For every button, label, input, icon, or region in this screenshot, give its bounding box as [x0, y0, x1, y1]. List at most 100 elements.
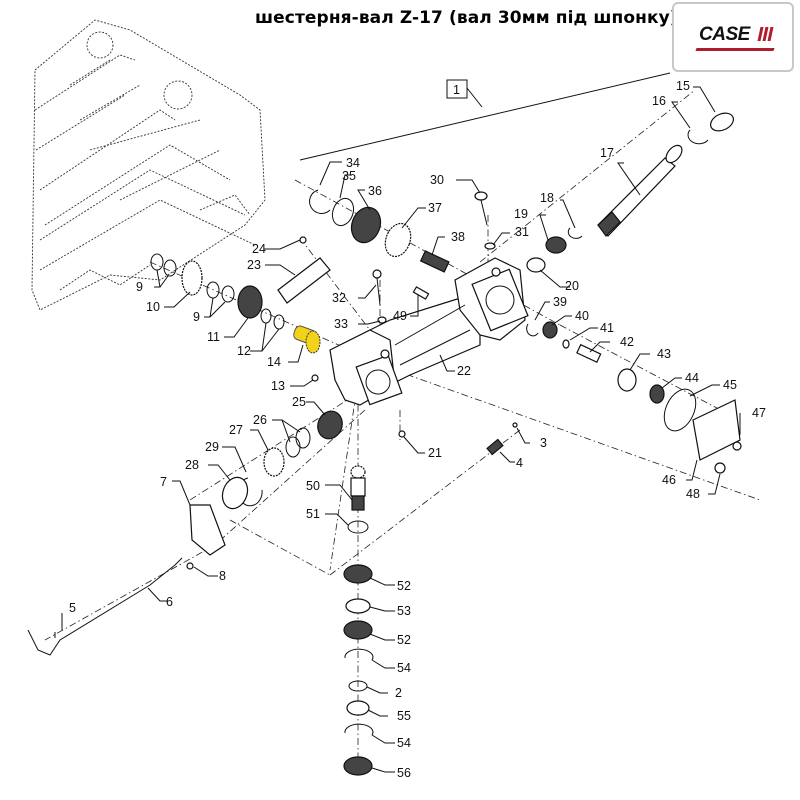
callout-8: 8 — [219, 569, 226, 583]
part-44-gear — [649, 384, 665, 404]
part-53-spacer — [345, 598, 371, 614]
callout-23: 23 — [247, 258, 261, 272]
callout-52-upper: 52 — [397, 579, 411, 593]
callout-47: 47 — [752, 406, 766, 420]
callout-36: 36 — [368, 184, 382, 198]
part-41-ring — [562, 339, 570, 349]
part-38-splined-shaft — [419, 250, 450, 273]
part-11-bearing — [237, 285, 263, 319]
part-4-spring — [486, 438, 504, 456]
part-6-rod — [27, 557, 183, 656]
part-49-pin — [412, 286, 430, 300]
part-19-bearing — [545, 236, 567, 254]
callout-37: 37 — [428, 201, 442, 215]
callout-55: 55 — [397, 709, 411, 723]
part-23-gasket-cover — [277, 257, 331, 304]
gearbox-housing — [329, 257, 529, 406]
part-9d-ring — [221, 285, 235, 303]
part-3-pin — [512, 422, 518, 428]
callout-13: 13 — [271, 379, 285, 393]
callout-46: 46 — [662, 473, 676, 487]
part-2-ring — [348, 680, 368, 692]
part-17-shaft — [597, 144, 683, 237]
callout-49: 49 — [393, 309, 407, 323]
part-35-ring — [331, 197, 355, 227]
assembly-reference: 1 — [299, 72, 671, 161]
callout-25: 25 — [292, 395, 306, 409]
callout-41: 41 — [600, 321, 614, 335]
part-54a-snap-ring — [344, 648, 374, 661]
part-8-bolt — [186, 562, 194, 570]
callout-40: 40 — [575, 309, 589, 323]
part-46-cover-plate — [692, 399, 741, 461]
part-16-snap-ring — [687, 129, 709, 145]
part-48-bolt — [714, 462, 726, 474]
callout-42: 42 — [620, 335, 634, 349]
part-43-bushing — [617, 368, 637, 392]
part-27-bevel-gear — [263, 447, 285, 477]
callout-19: 19 — [514, 207, 528, 221]
callout-21: 21 — [428, 446, 442, 460]
callout-9-upper: 9 — [136, 280, 143, 294]
callout-3: 3 — [540, 436, 547, 450]
callout-2: 2 — [395, 686, 402, 700]
callout-45: 45 — [723, 378, 737, 392]
callout-7: 7 — [160, 475, 167, 489]
callout-15: 15 — [676, 79, 690, 93]
callout-1: 1 — [453, 83, 460, 97]
part-47-nut — [732, 441, 742, 451]
callout-14: 14 — [267, 355, 281, 369]
callout-5: 5 — [69, 601, 76, 615]
leader-lines — [61, 86, 741, 773]
part-32-bolt — [372, 269, 382, 306]
part-52a-bearing — [343, 564, 373, 584]
part-9a-ring — [150, 253, 164, 271]
part-28-cover — [221, 476, 249, 510]
part-7-bracket — [189, 504, 226, 556]
callout-4: 4 — [516, 456, 523, 470]
callout-50: 50 — [306, 479, 320, 493]
callout-12: 12 — [237, 344, 251, 358]
callout-48: 48 — [686, 487, 700, 501]
part-40-seal — [542, 321, 558, 339]
part-30-bolt — [474, 191, 488, 226]
callout-44: 44 — [685, 371, 699, 385]
part-15-cap — [710, 112, 734, 132]
part-33-washer — [377, 316, 387, 324]
callout-39: 39 — [553, 295, 567, 309]
part-36-bearing — [350, 206, 382, 244]
callout-16: 16 — [652, 94, 666, 108]
callout-53: 53 — [397, 604, 411, 618]
callout-33: 33 — [334, 317, 348, 331]
callout-43: 43 — [657, 347, 671, 361]
callout-56: 56 — [397, 766, 411, 780]
callout-27: 27 — [229, 423, 243, 437]
part-13-pin — [311, 374, 319, 382]
part-42-pin — [576, 343, 602, 363]
part-45-o-ring — [663, 388, 697, 432]
part-31-washer — [484, 242, 496, 250]
callout-51: 51 — [306, 507, 320, 521]
callout-6: 6 — [166, 595, 173, 609]
case-ih-logo: CASE — [672, 2, 794, 72]
callout-54-lower: 54 — [397, 736, 411, 750]
callout-29: 29 — [205, 440, 219, 454]
callout-18: 18 — [540, 191, 554, 205]
callout-17: 17 — [600, 146, 614, 160]
part-12a-ring — [260, 308, 272, 324]
part-34-snap-ring — [309, 189, 331, 214]
callout-52-lower: 52 — [397, 633, 411, 647]
callout-54-upper: 54 — [397, 661, 411, 675]
part-9b-ring — [163, 259, 177, 277]
part-55-bushing — [346, 700, 370, 716]
part-14-pinion-shaft-highlighted — [293, 325, 321, 354]
callout-28: 28 — [185, 458, 199, 472]
callout-30: 30 — [430, 173, 444, 187]
part-10-sprocket-gear — [181, 260, 203, 296]
part-39-snap-ring — [526, 323, 539, 337]
part-52b-bearing — [343, 620, 373, 640]
part-18-ring — [567, 227, 583, 239]
callout-10: 10 — [146, 300, 160, 314]
page-title: шестерня-вал Z-17 (вал 30мм під шпонку) … — [255, 8, 792, 28]
